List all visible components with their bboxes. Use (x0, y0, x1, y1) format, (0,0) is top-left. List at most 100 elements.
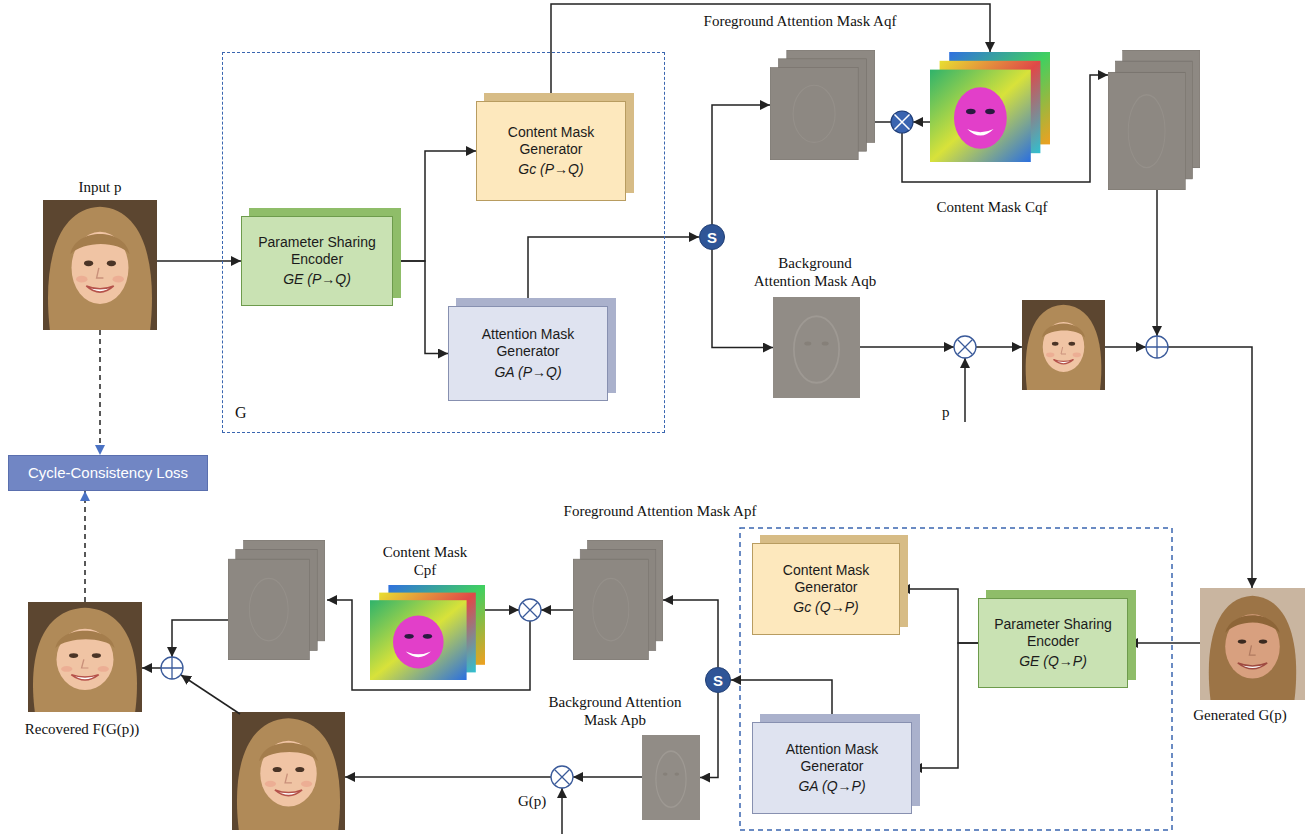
background-mask-image (773, 297, 860, 398)
generator-group: GParameter Sharing EncoderGE (P→Q)Conten… (222, 52, 665, 433)
content-mask-stack (370, 585, 485, 680)
wire (142, 667, 161, 669)
loss-link (84, 491, 86, 602)
wire (485, 609, 519, 611)
flow-arrow (731, 680, 832, 722)
multiply-operator (891, 111, 913, 133)
wire (902, 75, 1108, 182)
operator-letter: S (707, 229, 717, 246)
wire (976, 346, 1022, 348)
box-formula: GA (P→Q) (494, 364, 561, 381)
image-caption: Input p (79, 178, 122, 196)
box-formula: GE (P→Q) (283, 271, 351, 288)
flow-arrow (528, 237, 699, 306)
image-caption: Foreground Attention Mask Aqf (704, 12, 897, 30)
flow-arrow (157, 260, 241, 262)
background-mask-image (642, 735, 700, 820)
multiply-operator (519, 599, 541, 621)
image-caption: Foreground Attention Mask Apf (564, 502, 757, 520)
process-box: Parameter Sharing Encoder GE (Q→P) (978, 598, 1128, 688)
image-caption: Generated G(p) (1193, 706, 1287, 724)
wire (172, 620, 228, 657)
image-caption: Recovered F(G(p)) (25, 720, 140, 738)
box-formula: GA (Q→P) (798, 778, 865, 795)
wire (142, 75, 1252, 834)
flow-arrow (1128, 642, 1200, 644)
recovered-photo (28, 602, 142, 712)
multiply-operator (555, 770, 570, 785)
masked-content-stack (228, 540, 325, 660)
wire (541, 609, 573, 611)
flow-arrow (900, 589, 978, 643)
flow-arrow (663, 600, 718, 667)
multiply-operator (895, 115, 910, 130)
add-operator (1146, 336, 1168, 358)
foreground-mask-stack (573, 540, 663, 660)
wire (860, 346, 954, 348)
flow-arrow (700, 693, 718, 778)
wire (875, 121, 891, 123)
box-title: Attention Mask Generator (457, 326, 599, 360)
image-pictures (28, 50, 1305, 830)
image-panel: Input p (43, 200, 157, 330)
image-panel: Content Mask Cpf (370, 585, 485, 680)
wire (913, 121, 930, 123)
add-operator (1146, 336, 1168, 358)
wire (1105, 346, 1146, 348)
multiply-operator (954, 336, 976, 358)
signal-label: p (942, 404, 950, 421)
box-title: Parameter Sharing Encoder (987, 616, 1119, 650)
loss-link (99, 330, 101, 455)
process-box: Parameter Sharing Encoder GE (P→Q) (241, 216, 393, 306)
box-title: Parameter Sharing Encoder (250, 234, 384, 268)
image-panel: Content Mask Cqf (930, 52, 1050, 162)
generator-group-frame (740, 528, 1172, 830)
operator-letter: S (713, 672, 723, 689)
process-box: Attention Mask Generator GA (Q→P) (752, 722, 912, 814)
softmax-circle: S (705, 667, 731, 693)
image-panel: Foreground Attention Mask Apf (573, 540, 663, 660)
multiply-operator (958, 340, 973, 355)
flow-arrow (912, 643, 978, 768)
softmax-circle: S (699, 224, 725, 250)
image-panel: Recovered F(G(p)) (28, 602, 142, 712)
wire (1168, 347, 1252, 588)
process-box: Content Mask GeneratorGc (P→Q) (476, 101, 626, 201)
input-photo (43, 200, 157, 330)
generated-photo (1200, 588, 1305, 700)
wire (561, 788, 563, 834)
signal-label: G(p) (518, 793, 546, 810)
image-panel: Foreground Attention Mask Aqf (770, 50, 875, 160)
add-operator (161, 657, 183, 679)
content-mask-stack (930, 52, 1050, 162)
box-title: Content Mask Generator (485, 124, 617, 158)
image-panel: Generated G(p) (1200, 588, 1305, 700)
multiply-operator (891, 111, 913, 133)
multiply-operator (519, 336, 976, 788)
flow-arrow (393, 151, 476, 261)
wire (573, 776, 642, 778)
wire (345, 776, 551, 778)
wire (1156, 190, 1158, 336)
image-caption: Content Mask Cpf (370, 543, 480, 579)
wire (327, 600, 530, 690)
multiply-operator (551, 766, 573, 788)
masked-background-photo (232, 712, 345, 830)
box-title: Attention Mask Generator (761, 741, 903, 775)
wire (964, 358, 966, 422)
box-formula: GE (Q→P) (1019, 653, 1087, 670)
image-caption: Content Mask Cqf (937, 198, 1048, 216)
image-panel: Background Attention Mask Apb (642, 735, 700, 820)
flow-arrow (393, 261, 448, 354)
box-formula: Gc (Q→P) (793, 599, 858, 616)
image-caption: Background Attention Mask Aqb (750, 254, 880, 290)
flow-arrow (712, 105, 770, 224)
box-title: Content Mask Generator (761, 562, 891, 596)
multiply-operator (523, 603, 538, 618)
wire (181, 675, 240, 714)
loss-box: Cycle-Consistency Loss (8, 455, 208, 491)
process-box: Attention Mask Generator GA (P→Q) (448, 306, 608, 401)
